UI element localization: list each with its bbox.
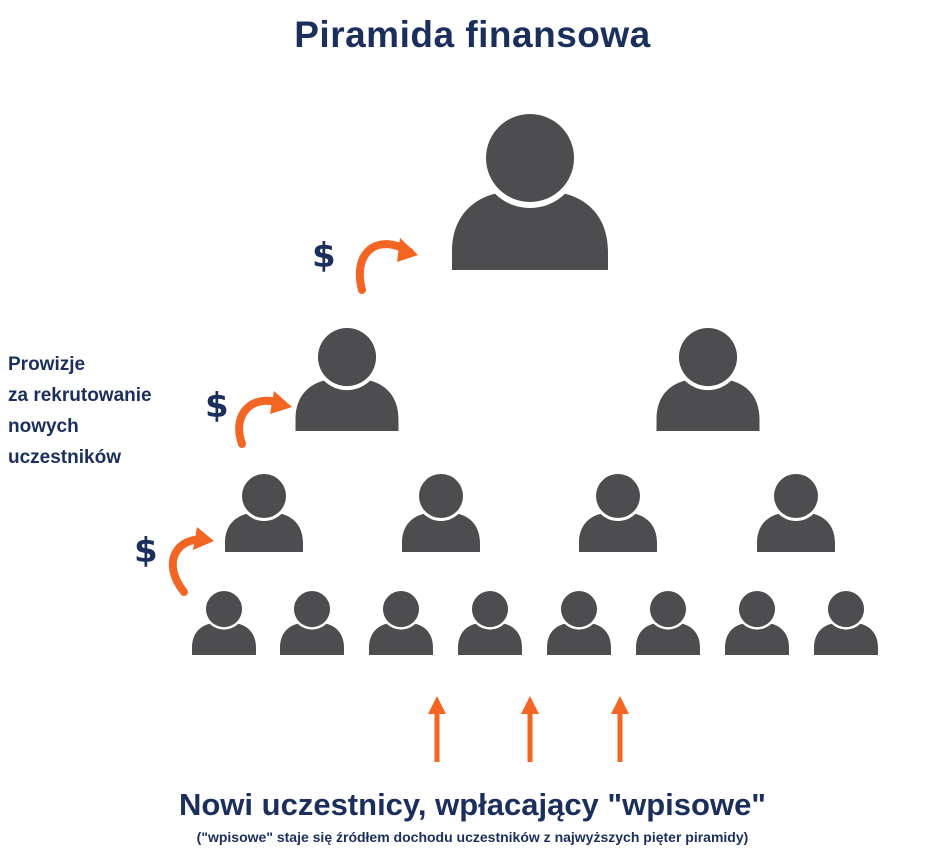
person-icon [295, 324, 399, 431]
dollar-sign-2: $ [205, 386, 229, 426]
dollar-sign-3: $ [134, 531, 158, 571]
dollar-sign-1: $ [312, 236, 336, 276]
person-icon [725, 588, 789, 655]
diagram-title: Piramida finansowa [294, 14, 651, 55]
new-entry-arrow-2 [521, 696, 539, 762]
commission-arrow-level-3 [168, 527, 214, 596]
person-icon [452, 108, 608, 270]
new-participants-caption: Nowi uczestnicy, wpłacający "wpisowe" [178, 787, 767, 822]
person-icon [225, 471, 303, 552]
commission-label: Prowizje za rekrutowanie nowych uczestni… [8, 349, 208, 473]
people-group [192, 108, 878, 655]
person-icon [547, 588, 611, 655]
commission-label-line-1: Prowizje [8, 354, 86, 375]
new-participants-subcaption: ("wpisowe" staje się źródłem dochodu ucz… [196, 829, 749, 845]
commission-arrow-level-1 [355, 238, 418, 294]
person-icon [757, 471, 835, 552]
new-entry-arrow-3 [611, 696, 629, 762]
person-icon [192, 588, 256, 655]
person-icon [579, 471, 657, 552]
commission-label-line-4: uczestników [8, 447, 121, 468]
person-icon [636, 588, 700, 655]
commission-label-line-3: nowych [8, 416, 79, 437]
person-icon [369, 588, 433, 655]
person-icon [402, 471, 480, 552]
person-icon [814, 588, 878, 655]
new-entry-arrow-1 [428, 696, 446, 762]
person-icon [280, 588, 344, 655]
commission-arrow-level-2 [235, 391, 292, 448]
commission-label-line-2: za rekrutowanie [8, 385, 152, 406]
person-icon [656, 324, 760, 431]
person-icon [458, 588, 522, 655]
